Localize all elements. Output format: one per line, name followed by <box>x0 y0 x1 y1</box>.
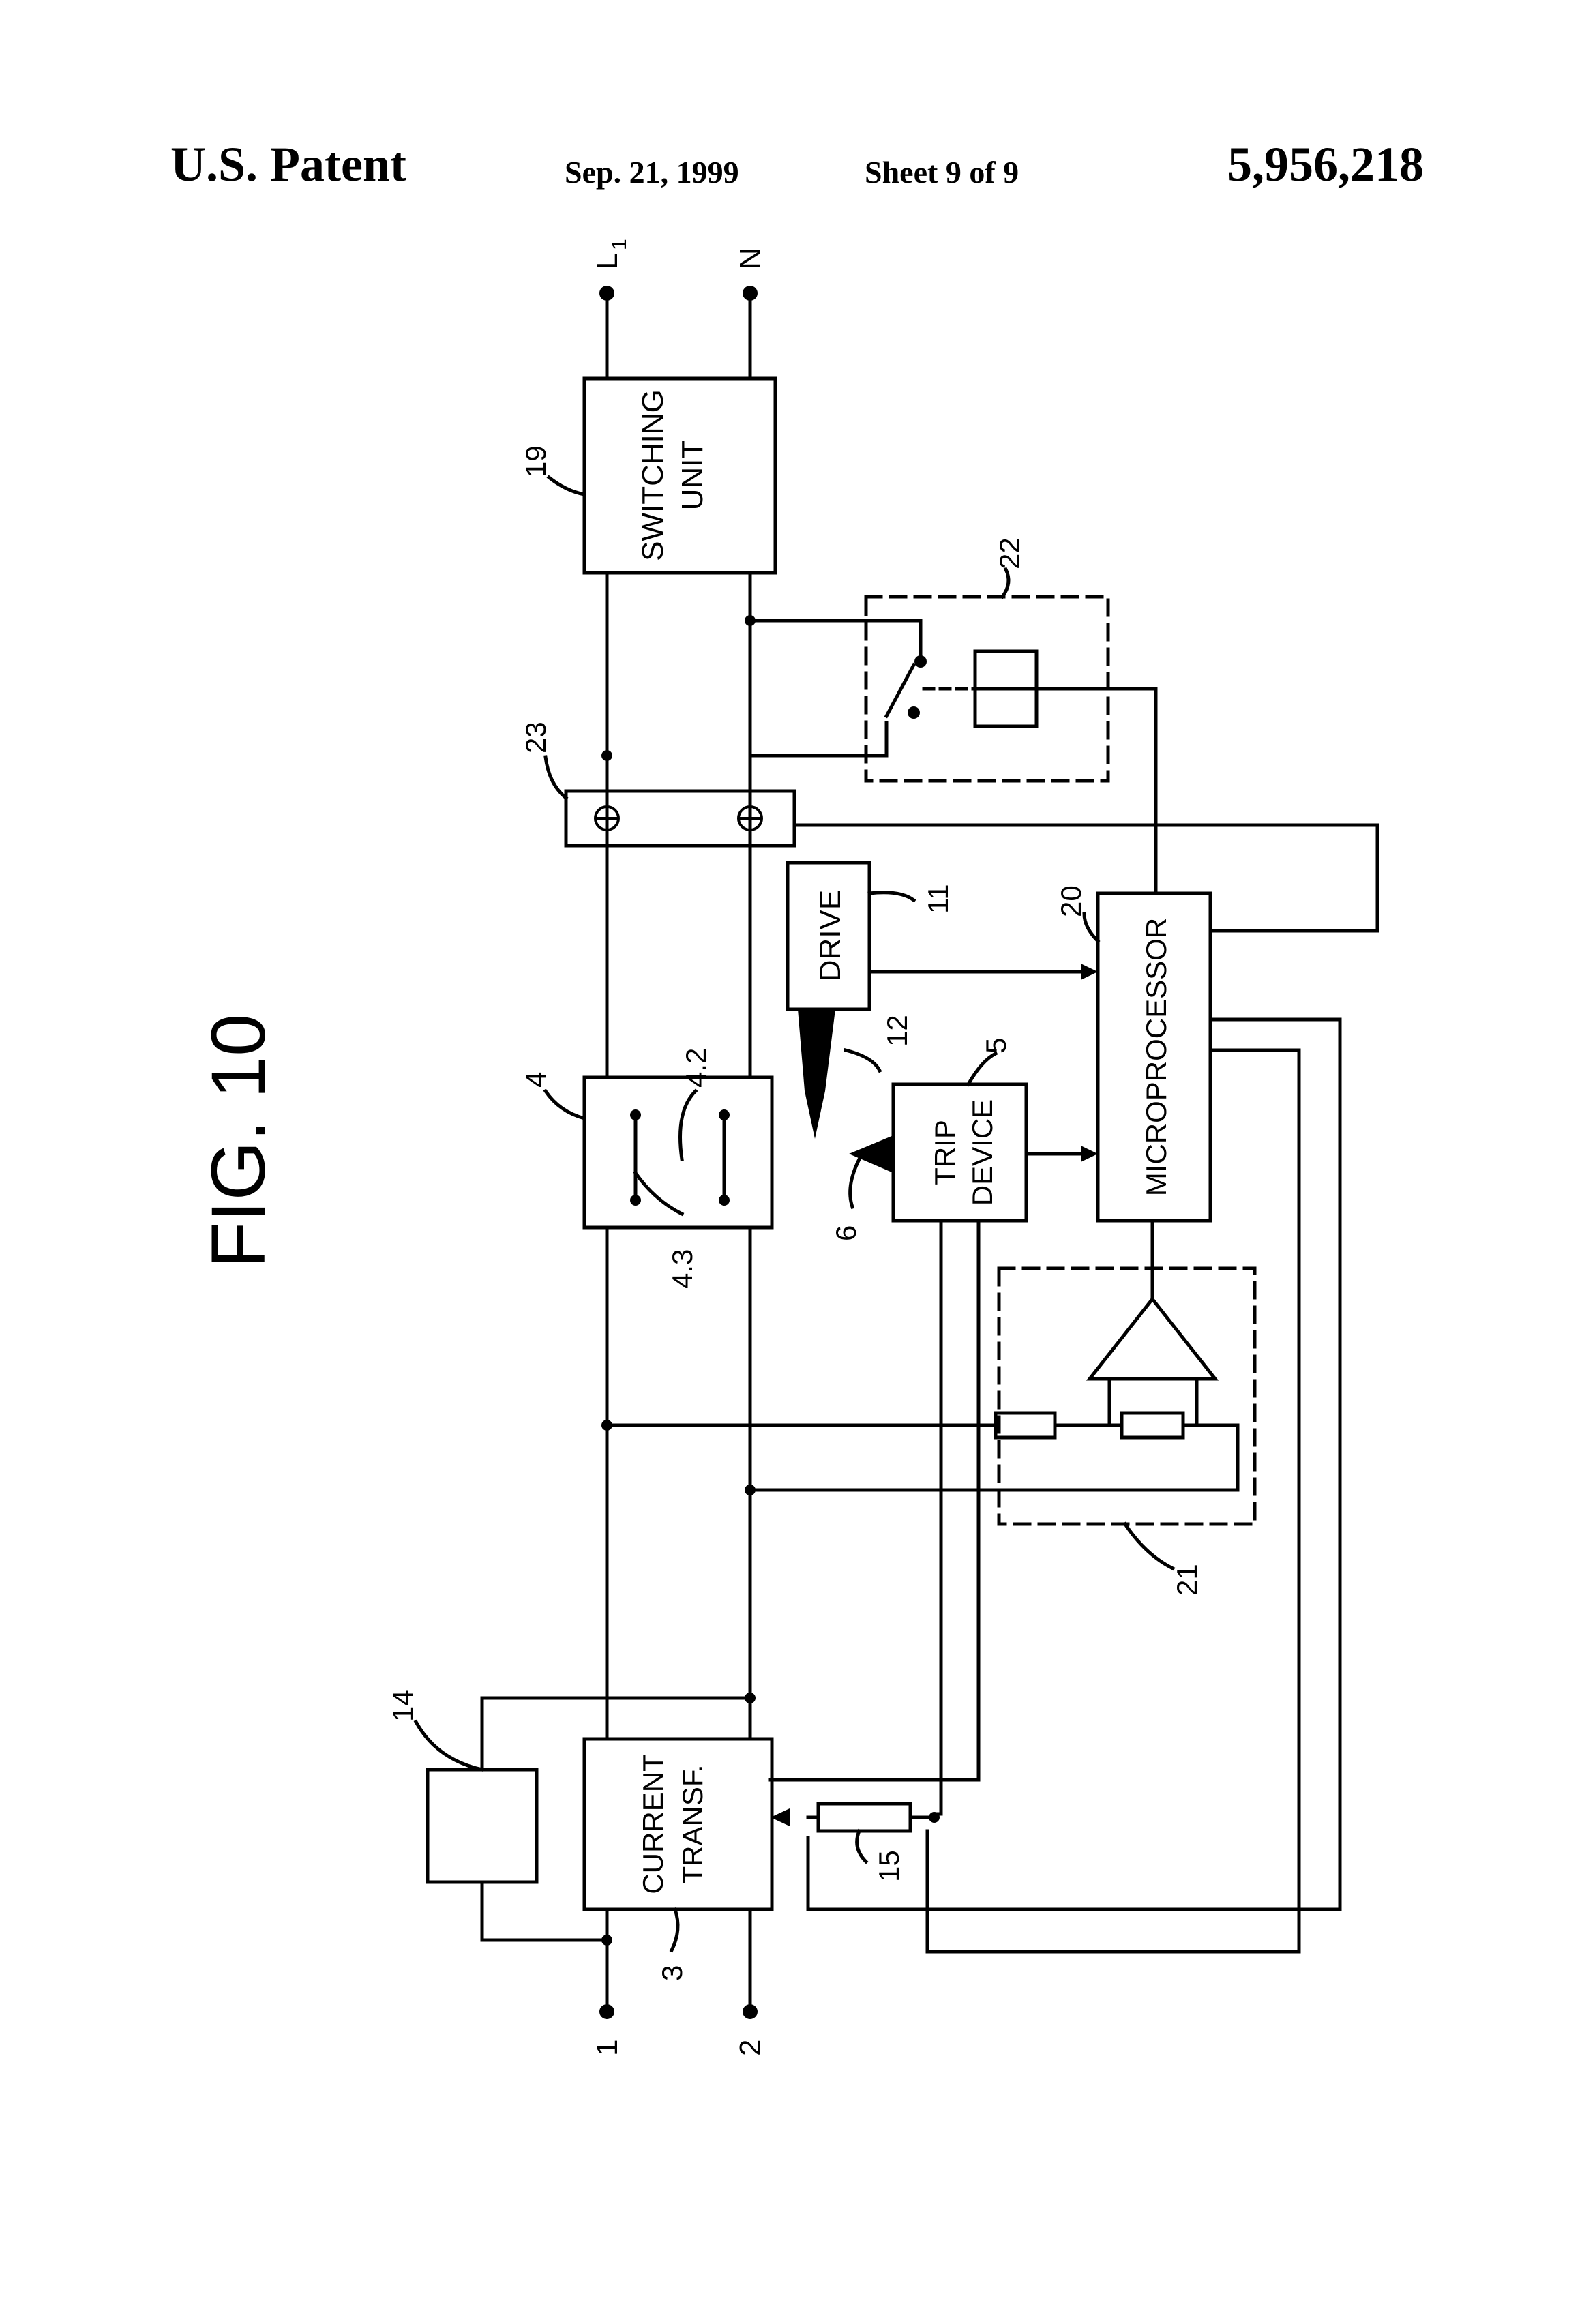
leader-4 <box>546 1091 584 1118</box>
leader-21 <box>1125 1524 1173 1568</box>
amplifier-block-21 <box>999 1268 1255 1524</box>
ref-5: 5 <box>980 1038 1012 1054</box>
terminal-l1-subscript: 1 <box>608 239 631 250</box>
drive-plunger-12 <box>798 1009 835 1139</box>
figure-title: FIG. 10 <box>196 1014 281 1268</box>
ref-3: 3 <box>656 1965 688 1981</box>
microprocessor-label: MICROPROCESSOR <box>1140 918 1172 1196</box>
block-14 <box>428 1770 537 1882</box>
leader-6 <box>850 1159 859 1207</box>
ref-21: 21 <box>1171 1564 1203 1596</box>
terminal-1-label: 1 <box>591 2040 624 2056</box>
trip-device-label-2: DEVICE <box>966 1099 998 1206</box>
ref-11: 11 <box>922 884 954 914</box>
terminal-l1-label: L <box>591 253 624 269</box>
leader-14 <box>416 1722 482 1770</box>
leader-4-2 <box>681 1091 696 1159</box>
leader-4-3 <box>636 1173 682 1214</box>
terminal-n-label: N <box>734 248 767 269</box>
switch-4-block <box>584 1077 772 1227</box>
leader-19 <box>549 477 584 494</box>
leader-20 <box>1084 914 1098 941</box>
current-transf-label-2: TRANSF. <box>676 1764 708 1883</box>
ref-19: 19 <box>520 445 552 477</box>
leader-3 <box>672 1909 678 1950</box>
leader-5 <box>968 1054 996 1084</box>
ref-15: 15 <box>873 1850 905 1882</box>
leader-22 <box>1002 569 1009 597</box>
ref-22: 22 <box>994 537 1026 569</box>
ref-6: 6 <box>830 1225 862 1241</box>
trip-device-label: TRIP <box>929 1120 961 1185</box>
switching-unit-label: SWITCHING <box>636 389 670 561</box>
drive-label: DRIVE <box>814 890 847 981</box>
ref-4-3: 4.3 <box>666 1249 698 1289</box>
ref-12: 12 <box>881 1015 913 1047</box>
leader-11 <box>869 893 914 900</box>
ref-4-2: 4.2 <box>680 1048 712 1088</box>
ref-4: 4 <box>520 1072 552 1088</box>
leader-15 <box>857 1831 866 1862</box>
ref-23: 23 <box>520 721 552 754</box>
ref-20: 20 <box>1055 885 1087 917</box>
switching-unit-label-2: UNIT <box>676 441 709 511</box>
current-transf-label: CURRENT <box>637 1754 669 1894</box>
shunt-resistor-15 <box>818 1804 910 1831</box>
ref-14: 14 <box>387 1690 419 1722</box>
terminal-2-label: 2 <box>734 2040 767 2056</box>
leader-12 <box>846 1050 880 1071</box>
leader-23 <box>546 757 566 798</box>
